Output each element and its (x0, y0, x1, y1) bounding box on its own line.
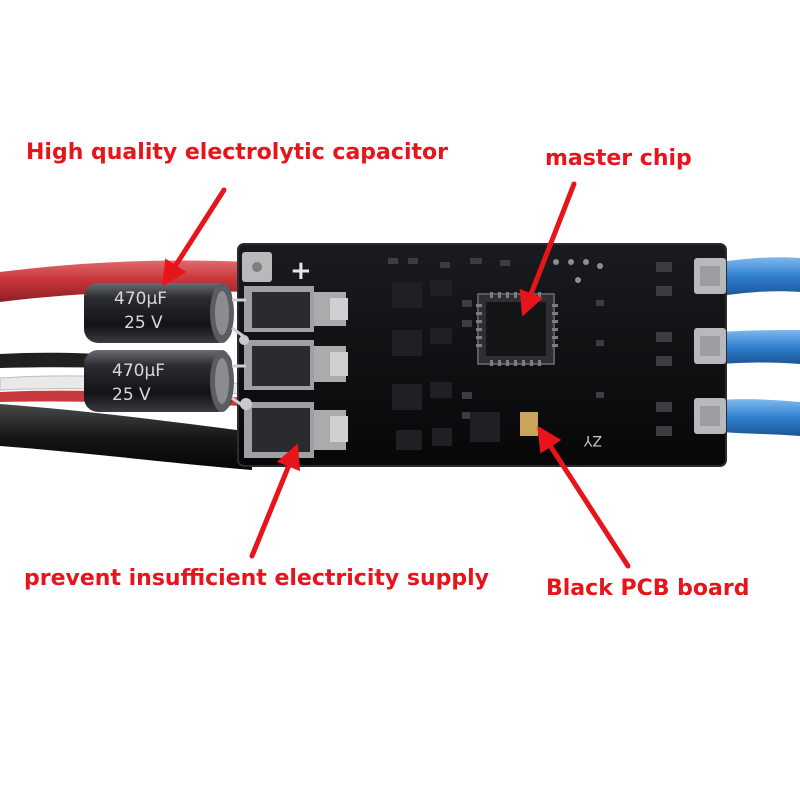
motor-wire-c (720, 399, 800, 436)
caption-pcb-board: Black PCB board (546, 576, 750, 601)
polarity-plus-mark: + (290, 256, 312, 286)
pcb-board: + (237, 243, 727, 467)
red-power-wire (0, 260, 250, 302)
mosfet-top (244, 286, 348, 332)
tantalum-cap (520, 412, 538, 436)
silkscreen-label: ZY (583, 432, 602, 448)
solder-joint (239, 335, 249, 345)
capacitor-top: 470µF 25 V (84, 283, 234, 343)
annotation-arrows (162, 181, 631, 569)
black-power-wire (0, 404, 252, 470)
caption-capacitor: High quality electrolytic capacitor (26, 140, 448, 165)
arrow-chip (519, 181, 577, 317)
voltage-regulator (470, 412, 500, 442)
pcb-vias (553, 259, 603, 283)
pad-via (252, 262, 262, 272)
cap-bottom-value: 470µF (112, 361, 165, 381)
cap-top-value: 470µF (114, 289, 167, 309)
arrow-capacitor (162, 187, 227, 287)
capacitor-bottom: 470µF 25 V (84, 350, 234, 412)
motor-pads (694, 258, 726, 434)
cap-top-voltage: 25 V (124, 313, 163, 333)
solder-joint (240, 398, 252, 410)
mosfet-bottom (244, 402, 348, 458)
cap-bottom-voltage: 25 V (112, 385, 151, 405)
master-chip (476, 292, 558, 366)
motor-wires (720, 257, 800, 436)
arrow-supply (249, 443, 301, 559)
caption-master-chip: master chip (545, 146, 692, 171)
mosfet-middle (244, 340, 348, 390)
smd-components (388, 258, 672, 450)
caption-supply: prevent insufficient electricity supply (24, 566, 490, 591)
motor-wire-b (720, 330, 800, 364)
motor-wire-a (720, 257, 800, 296)
arrow-pcb (537, 425, 631, 569)
